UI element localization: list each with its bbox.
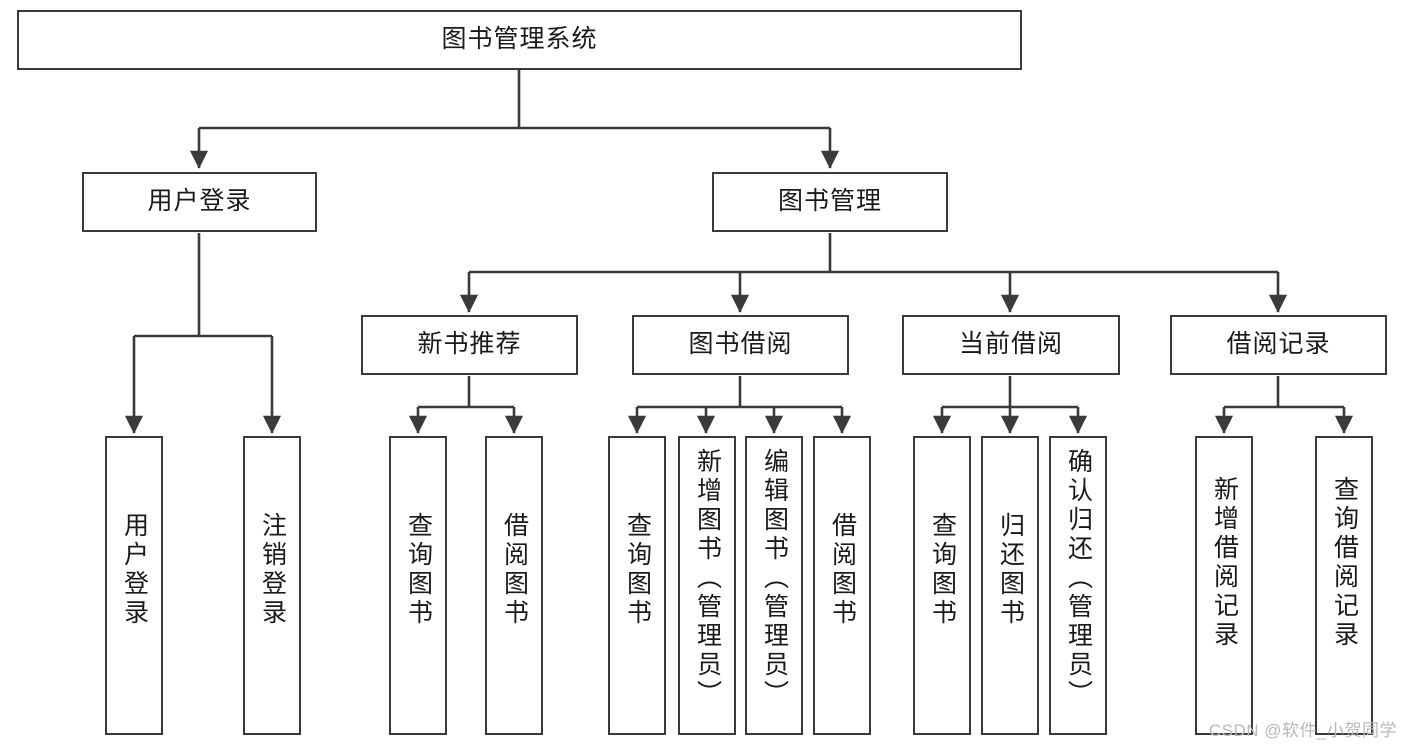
node-leaf-add-record[interactable]: 新增借阅记录: [1195, 436, 1253, 735]
node-leaf-borrow-book-2-label: 借阅图书: [828, 512, 857, 628]
node-leaf-query-book-1[interactable]: 查询图书: [389, 436, 447, 735]
node-borrow-record[interactable]: 借阅记录: [1170, 315, 1387, 375]
node-root-label: 图书管理系统: [441, 25, 598, 54]
node-leaf-query-book-3[interactable]: 查询图书: [913, 436, 971, 735]
node-leaf-edit-book-label: 编辑图书（管理员）: [760, 448, 789, 709]
node-book-management[interactable]: 图书管理: [712, 172, 948, 232]
node-current-borrow-label: 当前借阅: [958, 330, 1063, 359]
node-leaf-query-record[interactable]: 查询借阅记录: [1315, 436, 1373, 735]
node-leaf-query-book-2[interactable]: 查询图书: [608, 436, 666, 735]
node-leaf-query-book-2-label: 查询图书: [623, 512, 652, 628]
node-leaf-logout-login[interactable]: 注销登录: [243, 436, 301, 735]
node-leaf-query-record-label: 查询借阅记录: [1330, 476, 1359, 650]
node-leaf-return-book-label: 归还图书: [996, 512, 1025, 628]
node-borrow-record-label: 借阅记录: [1226, 330, 1331, 359]
node-new-book-recommend-label: 新书推荐: [417, 330, 522, 359]
node-leaf-borrow-book-1-label: 借阅图书: [500, 512, 529, 628]
node-leaf-add-book[interactable]: 新增图书（管理员）: [678, 436, 736, 735]
node-new-book-recommend[interactable]: 新书推荐: [361, 315, 578, 375]
node-leaf-add-record-label: 新增借阅记录: [1210, 476, 1239, 650]
csdn-watermark: CSDN @软件_小贺同学: [1208, 721, 1397, 740]
node-root[interactable]: 图书管理系统: [17, 10, 1022, 70]
node-current-borrow[interactable]: 当前借阅: [902, 315, 1120, 375]
node-leaf-query-book-1-label: 查询图书: [404, 512, 433, 628]
node-leaf-query-book-3-label: 查询图书: [928, 512, 957, 628]
node-leaf-edit-book[interactable]: 编辑图书（管理员）: [745, 436, 803, 735]
node-leaf-user-login-label: 用户登录: [120, 512, 149, 628]
node-leaf-borrow-book-2[interactable]: 借阅图书: [813, 436, 871, 735]
node-user-login-label: 用户登录: [147, 187, 252, 216]
node-book-borrow[interactable]: 图书借阅: [632, 315, 849, 375]
node-leaf-logout-login-label: 注销登录: [258, 512, 287, 628]
node-book-borrow-label: 图书借阅: [688, 330, 793, 359]
node-book-management-label: 图书管理: [777, 187, 882, 216]
node-leaf-user-login[interactable]: 用户登录: [105, 436, 163, 735]
node-leaf-add-book-label: 新增图书（管理员）: [693, 448, 722, 709]
node-leaf-confirm-return-label: 确认归还（管理员）: [1064, 448, 1093, 709]
node-user-login[interactable]: 用户登录: [82, 172, 317, 232]
node-leaf-confirm-return[interactable]: 确认归还（管理员）: [1049, 436, 1107, 735]
node-leaf-borrow-book-1[interactable]: 借阅图书: [485, 436, 543, 735]
node-leaf-return-book[interactable]: 归还图书: [981, 436, 1039, 735]
